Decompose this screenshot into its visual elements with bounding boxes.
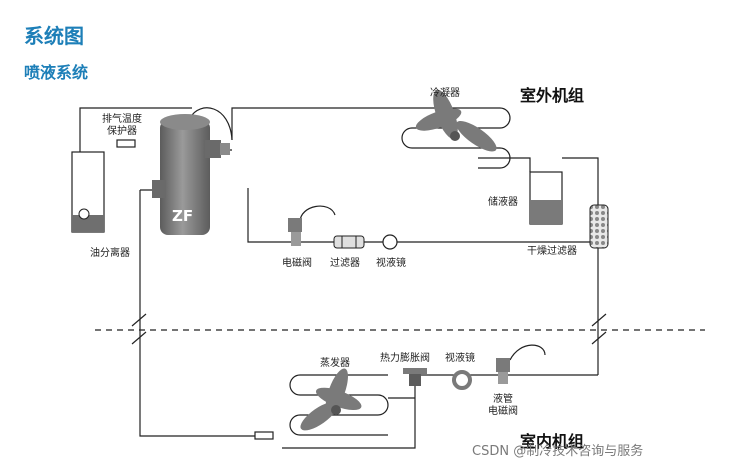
temp-protector <box>116 139 136 148</box>
label-evaporator: 蒸发器 <box>320 358 350 369</box>
receiver-liquid <box>530 200 562 224</box>
zone-indoor-label: 室内机组 <box>520 432 585 451</box>
solenoid-valve-indoor <box>496 358 510 384</box>
watermark: CSDN @制冷技术咨询与服务 <box>472 444 644 459</box>
compressor-label: ZF <box>172 207 194 225</box>
zone-outdoor-label: 室外机组 <box>520 86 585 105</box>
sight-glass-indoor <box>452 370 472 390</box>
pipe-to-condenser <box>231 107 400 140</box>
label-oil-separator: 油分离器 <box>90 248 130 259</box>
indoor-solenoid-wire <box>509 344 546 361</box>
evaporator-fan <box>300 368 362 431</box>
compressor <box>152 114 230 235</box>
label-receiver: 储液器 <box>488 197 518 208</box>
dryer-filter-body <box>589 204 609 249</box>
label-solenoid-valve: 电磁阀 <box>282 258 312 269</box>
oil-level <box>72 215 104 232</box>
label-sight-glass: 视液镜 <box>376 258 406 269</box>
expansion-valve <box>403 368 427 386</box>
solenoid-coil-wire <box>299 205 336 223</box>
sight-glass-outdoor <box>382 234 398 250</box>
label-liquid-solenoid: 液管 电磁阀 <box>488 394 518 417</box>
pipe-receiver-out <box>562 157 599 205</box>
page-subtitle: 喷液系统 <box>24 63 89 82</box>
label-condenser: 冷凝器 <box>430 88 460 99</box>
label-dryer-filter: 干燥过滤器 <box>527 246 577 257</box>
pipe-suction-left <box>139 190 268 437</box>
suction-sensor <box>254 431 274 440</box>
label-expansion-valve: 热力膨胀阀 <box>380 353 430 364</box>
evaporator-coil <box>289 374 389 436</box>
label-sight-glass-indoor: 视液镜 <box>445 353 475 364</box>
condenser-coil <box>400 107 511 169</box>
sensor-capillary <box>189 107 233 141</box>
filter-element <box>333 235 365 249</box>
pipe-condenser-to-receiver <box>478 157 531 172</box>
page-title: 系统图 <box>24 24 84 48</box>
pipe-liquid-line <box>247 188 598 243</box>
condenser-fan <box>415 89 497 152</box>
solenoid-valve-outdoor <box>288 218 302 246</box>
label-filter: 过滤器 <box>330 258 360 269</box>
pipe-top-loop <box>79 107 192 152</box>
label-discharge-temp: 排气温度 保护器 <box>102 114 142 137</box>
